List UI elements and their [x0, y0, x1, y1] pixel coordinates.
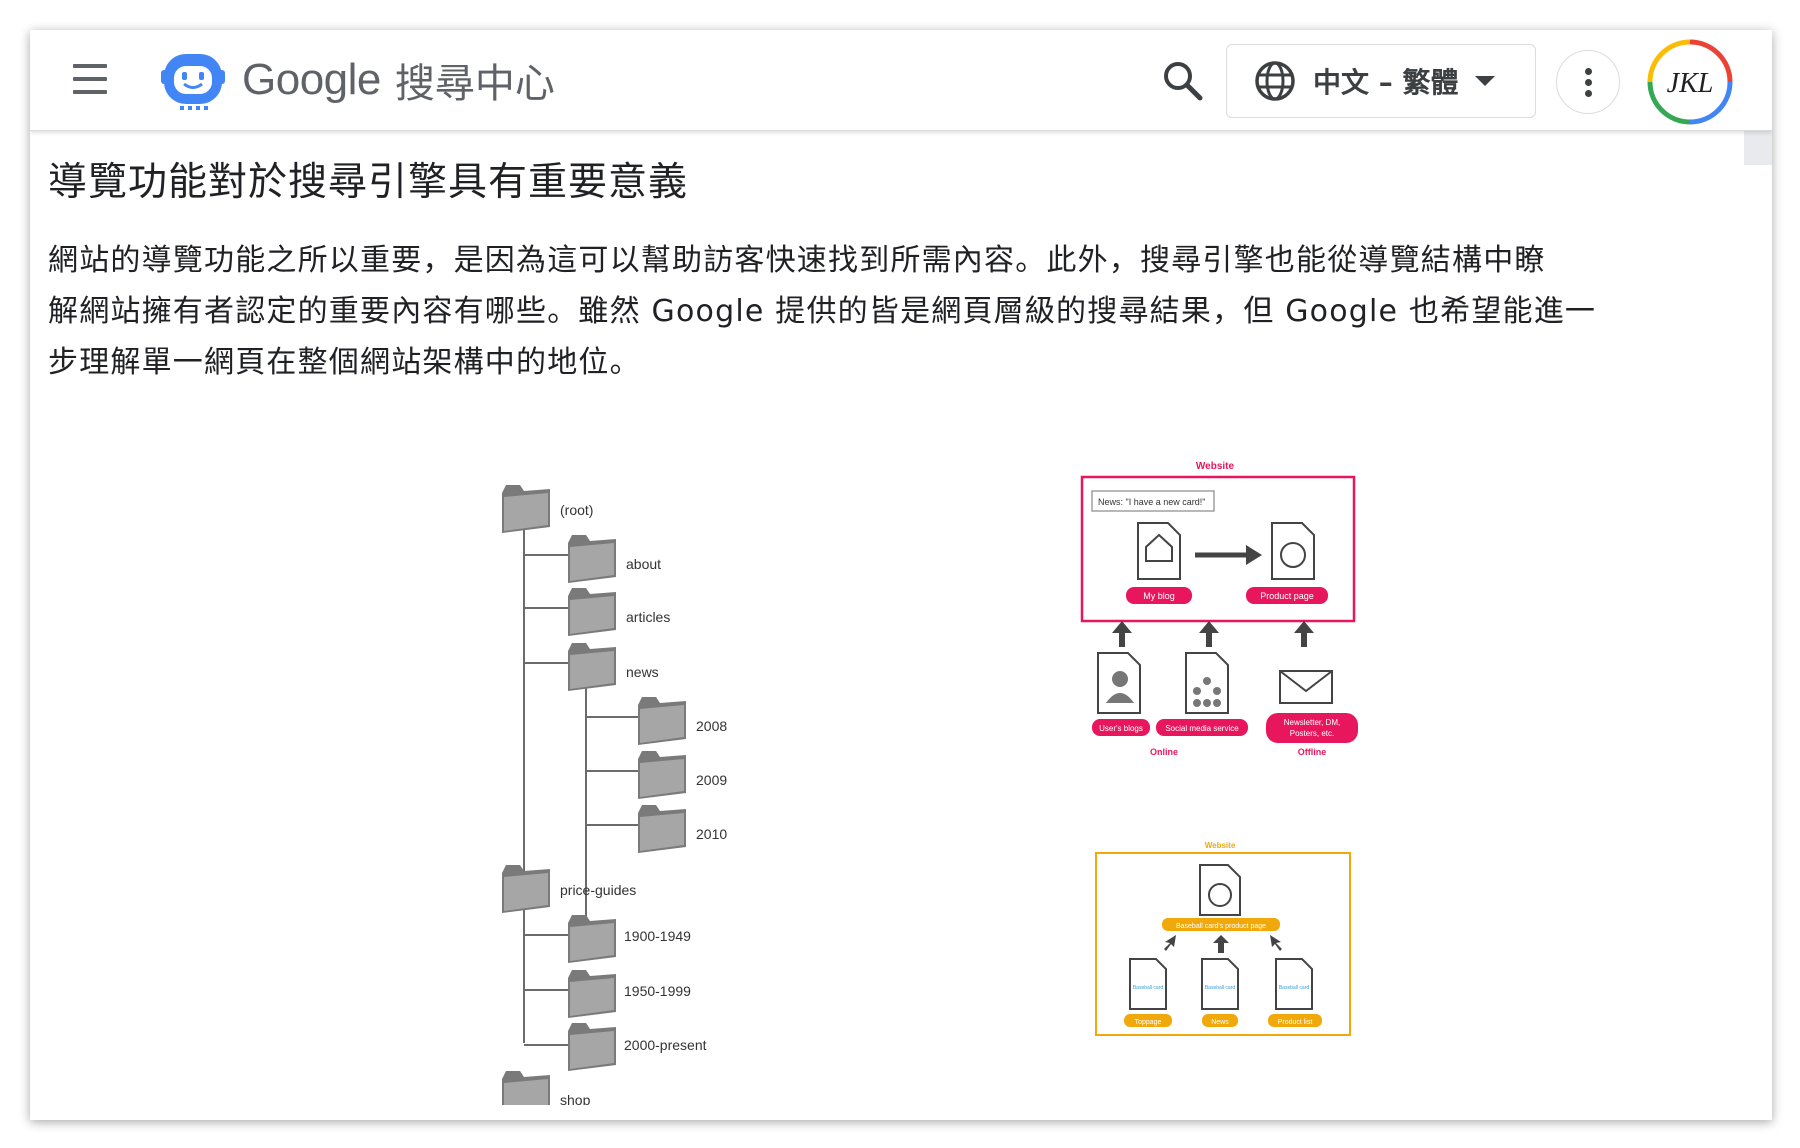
menu-icon[interactable]	[68, 60, 112, 100]
tree-label: 2008	[696, 718, 727, 734]
tree-label: news	[626, 664, 659, 680]
folder-icon	[568, 915, 616, 963]
badge-label: Product list	[1278, 1019, 1313, 1026]
section-heading: 導覽功能對於搜尋引擎具有重要意義	[48, 160, 689, 205]
folder-icon	[568, 643, 616, 691]
tree-label: 1900-1949	[624, 928, 691, 944]
folder-icon	[502, 485, 550, 533]
language-label: 中文 – 繁體	[1313, 66, 1459, 99]
brand[interactable]: Google 搜尋中心	[242, 50, 555, 110]
paragraph-line: 解網站擁有者認定的重要內容有哪些。雖然 Google 提供的皆是網頁層級的搜尋結…	[48, 294, 1597, 329]
folder-icon	[568, 588, 616, 636]
avatar-initials: JKL	[1667, 68, 1714, 99]
badge-label: Social media service	[1165, 724, 1239, 733]
caret-down-icon	[1474, 76, 1495, 86]
article-content: 導覽功能對於搜尋引擎具有重要意義 網站的導覽功能之所以重要，是因為這可以幫助訪客…	[30, 131, 1772, 1120]
badge-label: Posters, etc.	[1290, 729, 1334, 738]
tree-label: price-guides	[560, 882, 636, 898]
folder-icon	[638, 805, 686, 853]
badge-label: News	[1211, 1019, 1229, 1026]
tree-label: 1950-1999	[624, 983, 691, 999]
tree-label: about	[626, 556, 661, 572]
site-structure-tree-image: (root) about articles news 2008 2009 201…	[502, 485, 727, 1105]
badge-label: My blog	[1143, 591, 1175, 601]
tree-label: shop	[560, 1092, 591, 1105]
folder-icon	[502, 865, 550, 913]
doc-label: Baseball card	[1133, 985, 1164, 991]
folder-icon	[638, 697, 686, 745]
badge-label: Newsletter, DM,	[1284, 718, 1340, 727]
language-selector[interactable]: 中文 – 繁體	[1226, 44, 1536, 118]
callout-text: News: "I have a new card!"	[1098, 497, 1205, 507]
folder-icon	[638, 751, 686, 799]
brand-google: Google	[242, 55, 381, 104]
tree-label: 2009	[696, 772, 727, 788]
top-app-bar: Google 搜尋中心 中文 – 繁體 JKL	[30, 30, 1772, 131]
search-icon[interactable]	[1160, 58, 1206, 104]
folder-icon	[568, 970, 616, 1018]
browser-window: Google 搜尋中心 中文 – 繁體 JKL	[30, 30, 1772, 1120]
folder-icon	[568, 1023, 616, 1071]
badge-label: Baseball card's product page	[1176, 923, 1266, 930]
folder-icon	[568, 535, 616, 583]
baseball-card-links-image: Website Baseball card's product page Bas…	[1095, 841, 1351, 1036]
paragraph-line: 步理解單一網頁在整個網站架構中的地位。	[48, 345, 641, 380]
badge-label: User's blogs	[1099, 724, 1143, 733]
globe-icon	[1255, 61, 1295, 101]
diagram-title: Website	[1205, 841, 1236, 850]
brand-title: 搜尋中心	[394, 61, 555, 107]
tree-label: (root)	[560, 502, 593, 518]
more-vert-icon[interactable]	[1556, 50, 1620, 114]
badge-label: Toppage	[1135, 1019, 1162, 1026]
group-label: Offline	[1298, 747, 1327, 757]
tree-label: 2000-present	[624, 1037, 707, 1053]
paragraph-line: 網站的導覽功能之所以重要，是因為這可以幫助訪客快速找到所需內容。此外，搜尋引擎也…	[48, 243, 1546, 278]
group-label: Online	[1150, 747, 1178, 757]
doc-label: Baseball card	[1205, 985, 1236, 991]
tree-label: articles	[626, 609, 670, 625]
diagram-title: Website	[1196, 461, 1235, 472]
doc-label: Baseball card	[1279, 985, 1310, 991]
scrollbar[interactable]	[1744, 131, 1772, 165]
folder-icon	[502, 1071, 550, 1105]
article-paragraph: 網站的導覽功能之所以重要，是因為這可以幫助訪客快速找到所需內容。此外，搜尋引擎也…	[48, 235, 1738, 388]
tree-label: 2010	[696, 826, 727, 842]
avatar[interactable]: JKL	[1646, 38, 1734, 126]
search-console-logo-icon[interactable]	[160, 48, 226, 114]
website-links-diagram-image: Website News: "I have a new card!" My bl…	[1080, 461, 1358, 757]
badge-label: Product page	[1260, 591, 1314, 601]
